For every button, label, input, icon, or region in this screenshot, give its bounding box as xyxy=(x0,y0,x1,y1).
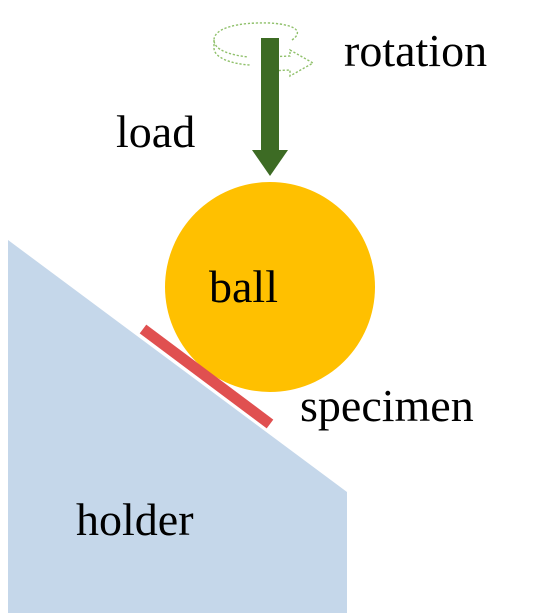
specimen-shape xyxy=(139,324,274,429)
rotation-arrow-icon xyxy=(213,22,315,78)
holder-shape xyxy=(8,240,347,613)
load-arrow-shaft xyxy=(261,38,279,150)
load-label: load xyxy=(116,106,195,157)
ball-label: ball xyxy=(209,261,278,312)
rotation-label: rotation xyxy=(344,25,487,76)
ball-shape xyxy=(165,182,375,392)
load-arrow-head xyxy=(252,150,288,176)
specimen-label: specimen xyxy=(300,380,474,431)
holder-label: holder xyxy=(76,494,194,545)
load-arrow-icon xyxy=(252,38,288,176)
